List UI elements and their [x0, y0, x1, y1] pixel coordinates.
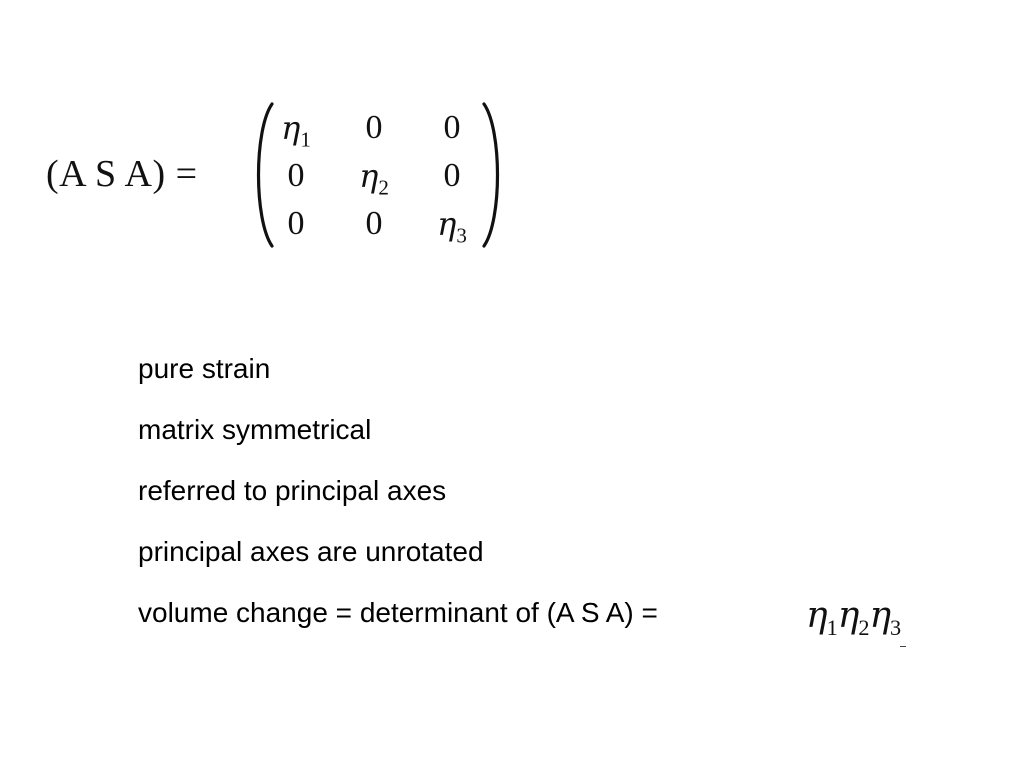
stray-mark [900, 646, 906, 647]
matrix-cell-eta2: η2 [359, 157, 389, 200]
equation-lhs: (A S A) = [46, 153, 198, 195]
matrix-equation: (A S A) = η1 0 0 0 η2 0 0 0 η3 [46, 100, 526, 250]
eta-subscript: 2 [858, 614, 870, 640]
notes-list: pure strain matrix symmetrical referred … [138, 350, 658, 655]
eta-symbol: η [837, 595, 860, 636]
note-item: matrix symmetrical [138, 414, 372, 445]
note-item: volume change = determinant of (A S A) = [138, 597, 658, 628]
matrix-cell-zero: 0 [287, 157, 305, 194]
note-item: referred to principal axes [138, 475, 447, 506]
matrix-cell-zero: 0 [443, 157, 461, 194]
eta-product-formula: η1η2η3 [806, 595, 901, 639]
eta-subscript: 3 [890, 614, 902, 640]
matrix-cell-eta3: η3 [437, 205, 467, 248]
matrix-cell-eta1: η1 [281, 109, 311, 152]
left-parenthesis [256, 102, 274, 248]
eta-symbol: η [869, 595, 892, 636]
note-item: principal axes are unrotated [138, 536, 484, 567]
note-item: pure strain [138, 353, 271, 384]
right-parenthesis [482, 102, 500, 248]
matrix-cell-zero: 0 [287, 205, 305, 242]
matrix-cell-zero: 0 [443, 109, 461, 146]
eta-symbol: η [806, 595, 828, 636]
eta-subscript: 1 [826, 614, 838, 640]
matrix-cell-zero: 0 [365, 205, 383, 242]
matrix-cell-zero: 0 [365, 109, 383, 146]
